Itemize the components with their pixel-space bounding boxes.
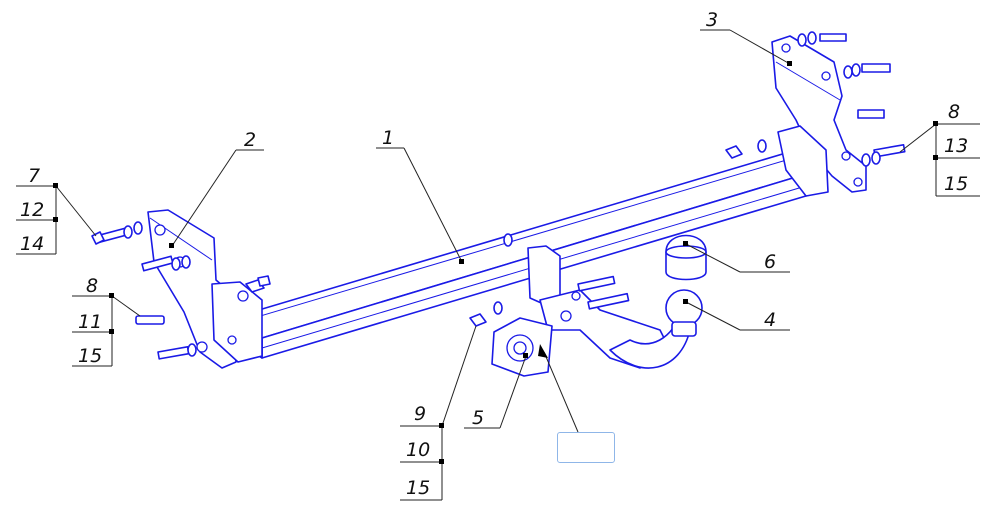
- callout-8-right: 8: [948, 101, 960, 123]
- callout-2: 2: [244, 129, 256, 151]
- callout-12: 12: [20, 199, 44, 221]
- tow-ball: [665, 289, 703, 337]
- callout-15-right: 15: [944, 173, 968, 195]
- callout-15-left: 15: [78, 345, 102, 367]
- callout-7: 7: [28, 165, 40, 187]
- callout-1: 1: [382, 127, 394, 149]
- leaders: [16, 29, 980, 501]
- callout-5: 5: [472, 407, 484, 429]
- hitch-mount: [527, 245, 691, 369]
- callout-8-left: 8: [86, 275, 98, 297]
- blank-label-plate: [557, 432, 615, 463]
- fasteners: [91, 31, 906, 360]
- callout-15-bottom: 15: [406, 477, 430, 499]
- right-bracket: [771, 35, 867, 197]
- callout-10: 10: [406, 439, 430, 461]
- callout-13: 13: [944, 135, 968, 157]
- callout-6: 6: [764, 251, 776, 273]
- callout-4: 4: [764, 309, 776, 331]
- callout-labels: 1 2 3 4 5 6 7 12 14 8 11 15 8 13 15 9 10…: [20, 9, 968, 499]
- callout-3: 3: [706, 9, 718, 31]
- left-bracket: [147, 209, 263, 369]
- callout-11: 11: [78, 311, 102, 333]
- callout-14: 14: [20, 233, 44, 255]
- callout-9: 9: [414, 403, 426, 425]
